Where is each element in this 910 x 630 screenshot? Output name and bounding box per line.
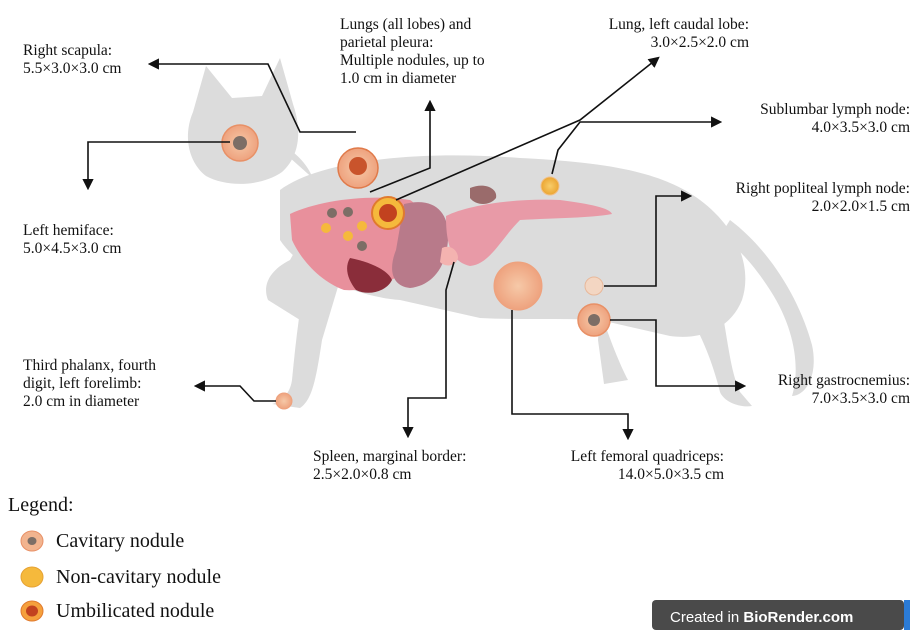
non-cavitary-nodule-icon xyxy=(20,566,44,588)
legend-item-umbilicated: Umbilicated nodule xyxy=(20,598,214,624)
label-lungs-all-lobes: Lungs (all lobes) and parietal pleura: M… xyxy=(340,16,485,88)
nodule-popliteal-ln xyxy=(585,277,603,295)
badge-accent xyxy=(904,600,910,630)
legend-item-cavitary: Cavitary nodule xyxy=(20,528,184,554)
badge-prefix: Created in xyxy=(670,609,743,626)
label-left-femoral-quadriceps: Left femoral quadriceps: 14.0×5.0×3.5 cm xyxy=(571,448,724,484)
label-right-scapula: Right scapula: 5.5×3.0×3.0 cm xyxy=(23,42,121,78)
arrow-phalanx xyxy=(196,386,276,401)
legend-title: Legend: xyxy=(8,494,74,517)
legend-item-non-cavitary: Non-cavitary nodule xyxy=(20,564,221,590)
label-sublumbar-ln: Sublumbar lymph node: 4.0×3.5×3.0 cm xyxy=(760,101,910,137)
nodule-right-scapula xyxy=(338,148,378,188)
label-left-hemiface: Left hemiface: 5.0×4.5×3.0 cm xyxy=(23,222,121,258)
legend-label-cavitary: Cavitary nodule xyxy=(56,530,184,553)
label-right-popliteal-ln: Right popliteal lymph node: 2.0×2.0×1.5 … xyxy=(736,180,910,216)
umbilicated-nodule-icon xyxy=(20,600,44,622)
nodule-lung-left-caudal xyxy=(372,197,404,229)
label-lung-left-caudal: Lung, left caudal lobe: 3.0×2.5×2.0 cm xyxy=(609,16,749,52)
nodule-sublumbar-ln xyxy=(541,177,559,195)
badge-brand: BioRender.com xyxy=(743,609,853,626)
biorender-badge[interactable]: Created in BioRender.com xyxy=(652,600,904,630)
legend-label-non-cavitary: Non-cavitary nodule xyxy=(56,566,221,589)
legend-label-umbilicated: Umbilicated nodule xyxy=(56,600,214,623)
nodule-lung-small-3 xyxy=(321,223,331,233)
nodule-lung-small-2 xyxy=(343,207,353,217)
nodule-left-hemiface xyxy=(222,125,258,161)
label-third-phalanx: Third phalanx, fourth digit, left foreli… xyxy=(23,357,156,411)
nodule-lung-small-1 xyxy=(327,208,337,218)
nodule-gastrocnemius xyxy=(578,304,610,336)
cavitary-nodule-icon xyxy=(20,530,44,552)
nodule-lung-small-4 xyxy=(357,221,367,231)
nodule-femoral-quadriceps xyxy=(494,262,542,310)
nodule-third-phalanx xyxy=(276,393,292,409)
label-right-gastrocnemius: Right gastrocnemius: 7.0×3.5×3.0 cm xyxy=(778,372,910,408)
nodule-lung-small-6 xyxy=(357,241,367,251)
nodule-lung-small-5 xyxy=(343,231,353,241)
label-spleen: Spleen, marginal border: 2.5×2.0×0.8 cm xyxy=(313,448,466,484)
